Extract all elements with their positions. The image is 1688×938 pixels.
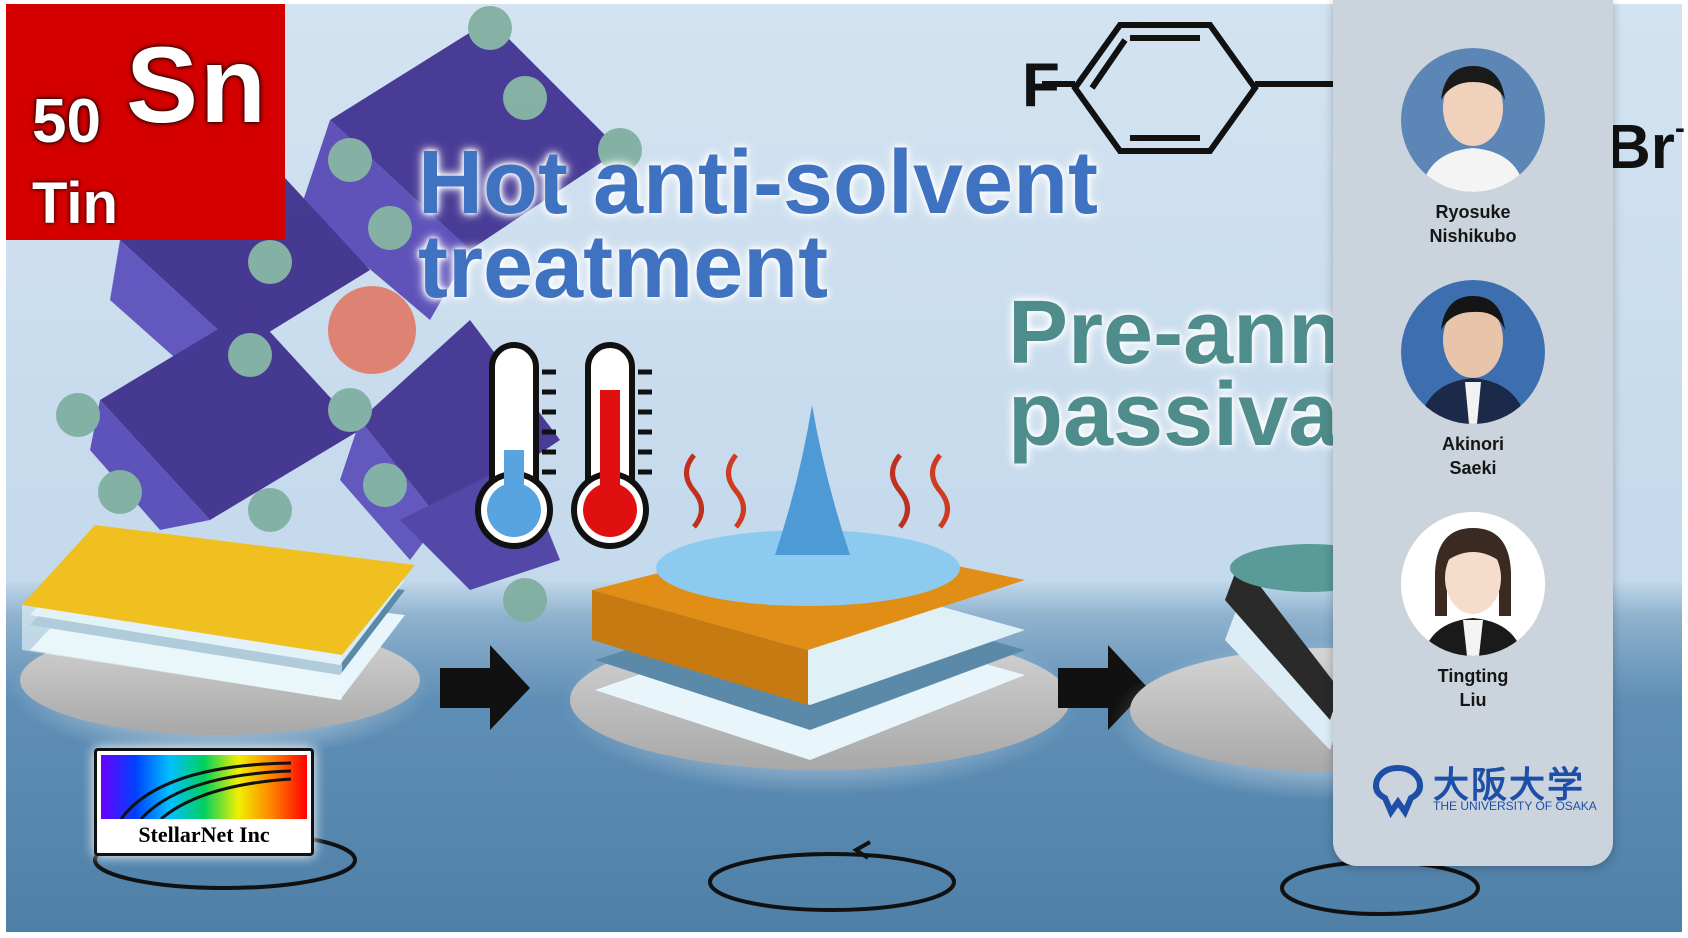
speaker-2-first: Akinori — [1441, 434, 1504, 454]
substrate-film-2 — [560, 405, 1080, 912]
university-name-jp: 大阪大学 — [1433, 765, 1586, 806]
bromide-symbol: Br — [1606, 113, 1675, 182]
headline-line-1: Hot anti-solvent — [418, 133, 1099, 233]
tin-element-badge: 50 Sn Tin — [6, 4, 285, 240]
arrow-1 — [440, 645, 530, 730]
bromide-charge: - — [1674, 112, 1685, 145]
person-silhouette-icon — [1401, 48, 1545, 192]
speaker-3-last: Liu — [1459, 690, 1487, 710]
cold-thermometer — [475, 342, 556, 549]
speaker-2-last: Saeki — [1449, 458, 1497, 478]
speaker-name-1: Ryosuke Nishikubo — [1333, 200, 1613, 248]
fluorine-label: F — [1022, 51, 1060, 120]
spectrum-arcs — [119, 761, 292, 821]
avatar-akinori — [1401, 280, 1545, 424]
stellarnet-logo: StellarNet Inc — [94, 748, 314, 856]
speaker-name-3: Tingting Liu — [1333, 664, 1613, 712]
avatar-ryosuke — [1401, 48, 1545, 192]
heat-waves — [684, 453, 950, 529]
bromide-label: Br- — [1606, 112, 1685, 183]
speaker-panel: Ryosuke Nishikubo Akinori Saeki Tingting… — [1333, 0, 1613, 866]
speaker-3-first: Tingting — [1437, 666, 1509, 686]
substrate-film-1 — [10, 525, 430, 890]
tin-symbol: Sn — [126, 24, 269, 145]
sponsor-name: StellarNet Inc — [138, 822, 270, 847]
tin-atomic-number: 50 — [32, 87, 101, 156]
person-silhouette-icon — [1401, 280, 1545, 424]
benzene-ring — [1042, 22, 1333, 154]
secondary-line-1: Pre-ann — [1008, 283, 1344, 383]
speaker-1-last: Nishikubo — [1429, 226, 1517, 246]
headline-line-2: treatment — [418, 217, 829, 317]
osaka-university-icon — [1373, 764, 1423, 818]
spectrum-graphic — [101, 755, 307, 821]
hot-thermometer — [571, 342, 652, 549]
avatar-tingting — [1401, 512, 1545, 656]
person-silhouette-icon — [1401, 512, 1545, 656]
university-name-en: THE UNIVERSITY OF OSAKA — [1433, 799, 1597, 813]
secondary-line-2: passiva — [1008, 365, 1339, 465]
speaker-1-first: Ryosuke — [1435, 202, 1511, 222]
tin-name: Tin — [32, 171, 118, 236]
speaker-name-2: Akinori Saeki — [1333, 432, 1613, 480]
